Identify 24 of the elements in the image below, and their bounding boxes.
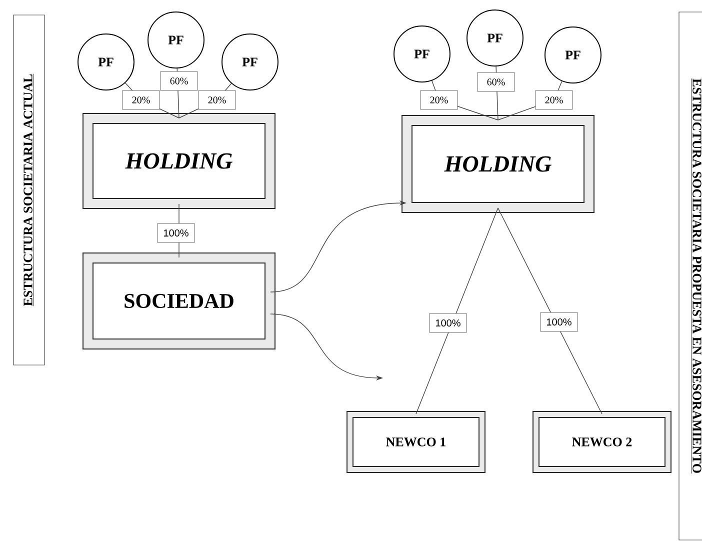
edge-label: 60% — [477, 72, 515, 92]
edge-label: 20% — [198, 90, 236, 110]
connector-line — [416, 208, 498, 414]
circle-node: PF — [148, 12, 204, 68]
circle-node: PF — [466, 10, 524, 66]
title-band: ESTRUCTURA SOCIETARIA PROPUESTA EN ASESORAMIENTO — [678, 12, 702, 540]
circle-node: PF — [78, 34, 134, 90]
circle-node: PF — [394, 26, 450, 82]
circle-node: PF — [222, 34, 278, 90]
edge-label: 100% — [540, 312, 578, 332]
edge-label: 20% — [420, 90, 458, 110]
edge-label: 60% — [160, 71, 198, 91]
company-box: NEWCO 2 — [532, 411, 672, 473]
edge-label: 20% — [535, 90, 573, 110]
edge-label: 100% — [429, 313, 467, 333]
edge-label: 20% — [122, 90, 160, 110]
title-band: ESTRUCTURA SOCIETARIA ACTUAL — [13, 14, 45, 366]
company-box: SOCIEDAD — [82, 252, 276, 350]
company-box: NEWCO 1 — [346, 411, 486, 473]
circle-node: PF — [544, 26, 602, 84]
company-box: HOLDING — [402, 115, 594, 213]
company-box: HOLDING — [82, 113, 276, 209]
edge-label: 100% — [157, 223, 195, 243]
connector-line — [498, 208, 602, 414]
